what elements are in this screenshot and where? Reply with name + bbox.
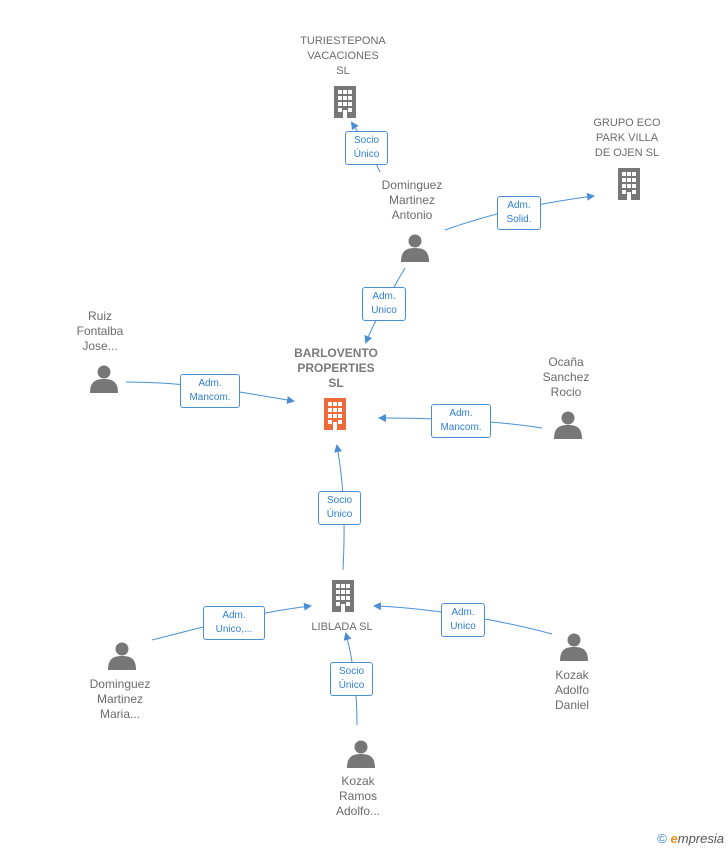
edge-label[interactable]: Socio Único: [345, 131, 388, 165]
building-icon[interactable]: [324, 398, 346, 430]
edge-label[interactable]: Socio Único: [330, 662, 373, 696]
edge-label[interactable]: Adm. Mancom.: [431, 404, 491, 438]
person-icon[interactable]: [90, 365, 118, 394]
person-icon[interactable]: [108, 642, 136, 671]
node-grupo-eco-label[interactable]: GRUPO ECO PARK VILLA DE OJEN SL: [593, 117, 661, 159]
edge-label[interactable]: Adm. Solid.: [497, 196, 541, 230]
building-icon[interactable]: [334, 86, 356, 118]
person-icon[interactable]: [554, 411, 582, 440]
edge-label[interactable]: Adm. Unico,...: [203, 606, 265, 640]
node-barlovento-label[interactable]: BARLOVENTO PROPERTIES SL: [294, 346, 378, 390]
person-icon[interactable]: [560, 633, 588, 662]
node-dominguez-antonio-label[interactable]: Dominguez Martinez Antonio: [381, 178, 443, 222]
node-kozak-ramos-label[interactable]: Kozak Ramos Adolfo...: [335, 774, 381, 818]
node-ruiz-label[interactable]: Ruiz Fontalba Jose...: [76, 309, 124, 353]
brand-logo: © empresia: [657, 831, 724, 846]
person-icon[interactable]: [347, 740, 375, 769]
edge-label[interactable]: Adm. Mancom.: [180, 374, 240, 408]
building-icon[interactable]: [332, 580, 354, 612]
edge-label[interactable]: Adm. Unico: [362, 287, 406, 321]
node-turiestepona-label[interactable]: TURIESTEPONA VACACIONES SL: [300, 35, 386, 77]
edge-label[interactable]: Socio Único: [318, 491, 361, 525]
copyright-symbol: ©: [657, 831, 667, 846]
brand-name: mpresia: [677, 831, 724, 846]
node-kozak-daniel-label[interactable]: Kozak Adolfo Daniel: [554, 668, 590, 712]
building-icon[interactable]: [618, 168, 640, 200]
node-liblada-label[interactable]: LIBLADA SL: [311, 621, 373, 633]
edge-label[interactable]: Adm. Unico: [441, 603, 485, 637]
person-icon[interactable]: [401, 234, 429, 263]
node-dominguez-maria-label[interactable]: Dominguez Martinez Maria...: [89, 677, 151, 721]
node-ocana-label[interactable]: Ocaña Sanchez Rocio: [542, 355, 590, 399]
brand-initial: e: [670, 831, 678, 846]
